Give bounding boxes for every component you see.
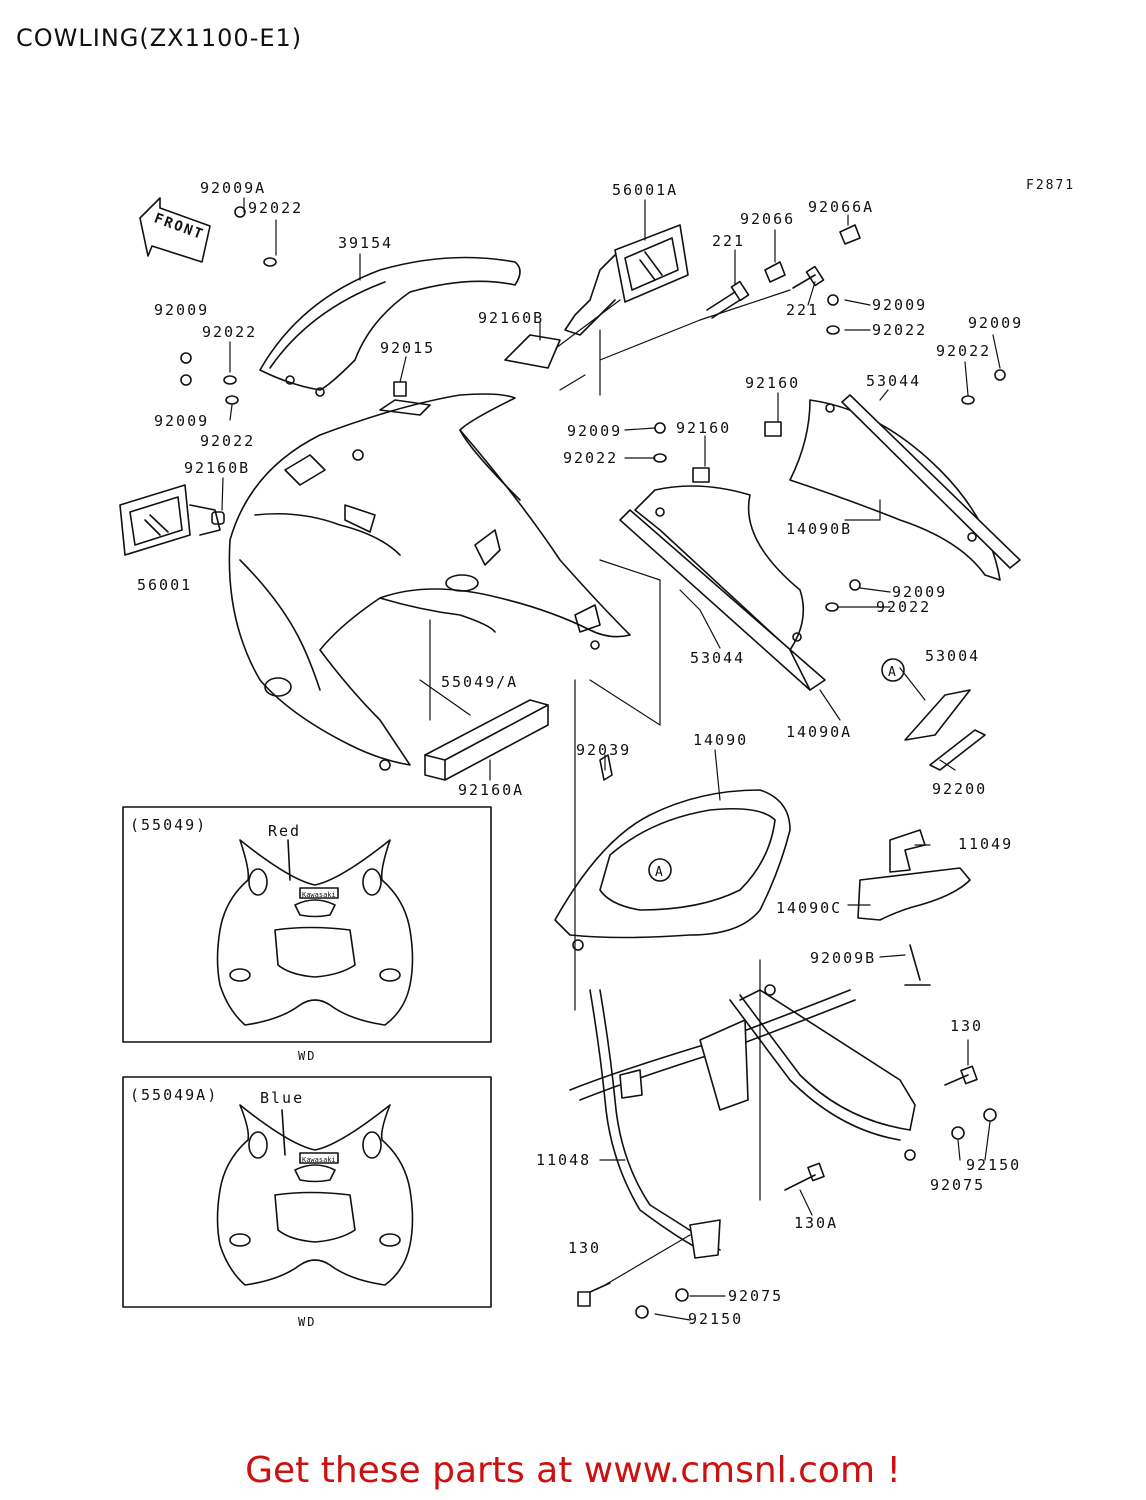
callout-label: 92022 xyxy=(202,323,257,341)
callout-label: 92160B xyxy=(478,309,544,327)
windscreen-part xyxy=(259,256,521,397)
variant-footer-red: WD xyxy=(298,1049,316,1063)
bolt-hardware xyxy=(577,1065,997,1319)
callout-label: 221 xyxy=(786,301,819,319)
inner-panel-left xyxy=(619,485,826,691)
callout-label: 92039 xyxy=(576,741,631,759)
variant-color-blue: Blue xyxy=(260,1089,304,1107)
callout-label: 11049 xyxy=(958,835,1013,853)
right-mirror-part xyxy=(504,224,689,369)
variant-box-red xyxy=(122,806,492,1043)
cowl-stay-frame xyxy=(569,984,916,1259)
left-mirror-part xyxy=(119,484,225,556)
callout-label: 92150 xyxy=(688,1310,743,1328)
variant-cowl-red xyxy=(216,839,414,1026)
upper-cowl-part xyxy=(228,393,631,771)
callout-label: 92009 xyxy=(154,301,209,319)
callout-label: 92022 xyxy=(876,598,931,616)
exploded-parts-diagram: FRONT xyxy=(119,179,1023,1329)
inner-panel-right xyxy=(789,394,1021,581)
callout-label: 92009 xyxy=(872,296,927,314)
bracket-parts xyxy=(857,829,971,986)
instrument-panel-part xyxy=(554,789,791,951)
callout-label: 92150 xyxy=(966,1156,1021,1174)
callout-label: 130A xyxy=(794,1214,838,1232)
variant-brand-blue: Kawasaki xyxy=(302,1156,336,1164)
callout-label: 92009 xyxy=(892,583,947,601)
callout-label: 92022 xyxy=(563,449,618,467)
callout-label: 53044 xyxy=(866,372,921,390)
variant-code-red: (55049) xyxy=(130,816,207,834)
figure-code: F2871 xyxy=(1026,178,1076,193)
callout-label: 92022 xyxy=(248,199,303,217)
ref-marker-a-2: A xyxy=(655,865,665,880)
callout-label: 92075 xyxy=(930,1176,985,1194)
callout-label: 92075 xyxy=(728,1287,783,1305)
callout-label: 55049/A xyxy=(441,673,518,691)
variant-color-red: Red xyxy=(268,822,301,840)
callout-label: 92066 xyxy=(740,210,795,228)
footer-link[interactable]: Get these parts at www.cmsnl.com ! xyxy=(245,1450,901,1491)
callout-label: 92009A xyxy=(200,179,266,197)
variant-footer-blue: WD xyxy=(298,1315,316,1329)
callout-label: 56001A xyxy=(612,181,678,199)
callout-label: 39154 xyxy=(338,234,393,252)
front-arrow-icon: FRONT xyxy=(139,197,211,263)
duct-block-part xyxy=(424,699,549,781)
callout-label: 14090B xyxy=(786,520,852,538)
callout-label: 92200 xyxy=(932,780,987,798)
leader-lines xyxy=(221,197,1001,1321)
callout-label: 221 xyxy=(712,232,745,250)
callout-label: 92022 xyxy=(872,321,927,339)
variant-brand-red: Kawasaki xyxy=(302,891,336,899)
callout-label: 53004 xyxy=(925,647,980,665)
hardware-small xyxy=(180,206,1006,781)
callout-label: 14090 xyxy=(693,731,748,749)
callout-label: 92022 xyxy=(936,342,991,360)
callout-label: 56001 xyxy=(137,576,192,594)
callout-label: 92160 xyxy=(676,419,731,437)
gasket-parts xyxy=(904,689,986,771)
callout-label: 14090A xyxy=(786,723,852,741)
variant-cowl-blue xyxy=(216,1104,414,1286)
variant-box-blue xyxy=(122,1076,492,1308)
callout-label: 92160 xyxy=(745,374,800,392)
callout-label: 92066A xyxy=(808,198,874,216)
page-title: COWLING(ZX1100-E1) xyxy=(16,24,303,52)
callout-label: 92009 xyxy=(154,412,209,430)
callout-label: 92160B xyxy=(184,459,250,477)
callout-label: 14090C xyxy=(776,899,842,917)
callout-label: 92015 xyxy=(380,339,435,357)
callout-label: 92009B xyxy=(810,949,876,967)
callout-label: 11048 xyxy=(536,1151,591,1169)
variant-code-blue: (55049A) xyxy=(130,1086,218,1104)
ref-marker-a-1: A xyxy=(888,665,898,680)
footer-banner: Get these parts at www.cmsnl.com ! xyxy=(0,1450,1146,1491)
callout-label: 53044 xyxy=(690,649,745,667)
callout-label: 92022 xyxy=(200,432,255,450)
callout-label: 92009 xyxy=(567,422,622,440)
callout-label: 92009 xyxy=(968,314,1023,332)
callout-label: 130 xyxy=(568,1239,601,1257)
callout-label: 92160A xyxy=(458,781,524,799)
callout-label: 130 xyxy=(950,1017,983,1035)
